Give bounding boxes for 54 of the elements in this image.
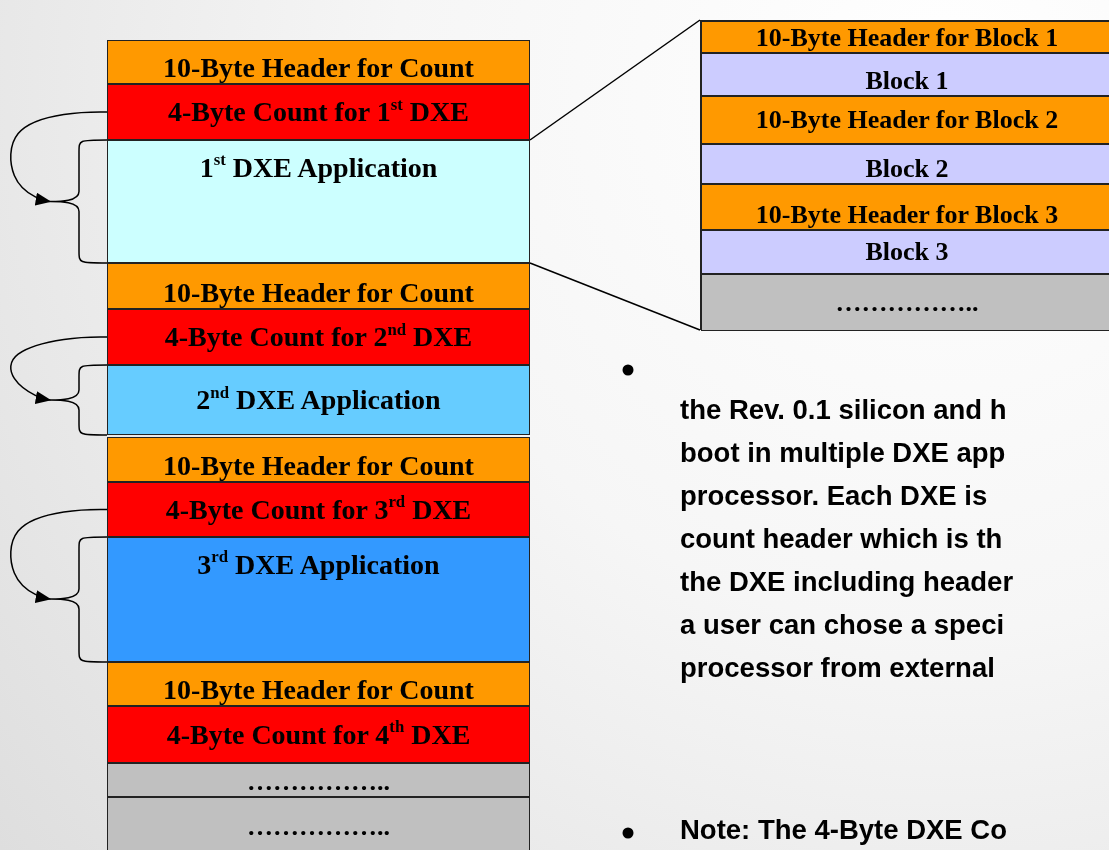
- block-label: 10-Byte Header for Block 2: [755, 106, 1059, 134]
- block-stack: [700, 20, 1109, 330]
- block-label: ……………..: [247, 813, 390, 841]
- bullet-text-line: the Rev. 0.1 silicon and h: [680, 394, 1007, 426]
- zoom-line: [529, 262, 701, 331]
- bullet-text-line: count header which is th: [680, 523, 1003, 555]
- count-bar: [107, 706, 530, 763]
- bullet-text-line: a user can chose a speci: [680, 609, 1005, 641]
- note-text: Note: The 4-Byte DXE Co: [680, 814, 1007, 846]
- block-label: ……………..: [247, 767, 390, 795]
- block-label: 10-Byte Header for Block 3: [755, 200, 1059, 228]
- application-block: [107, 365, 530, 435]
- block-label: 4-Byte Count for 4$^{th}$ DXE: [166, 719, 471, 750]
- count-bar: [107, 84, 530, 140]
- count-bar: [107, 309, 530, 365]
- block-label: Block 2: [865, 154, 949, 182]
- block-label: ……………..: [835, 288, 979, 317]
- data-block: [701, 144, 1109, 184]
- curved-arrow: [10, 111, 108, 206]
- bullet-text-line: processor from external: [680, 652, 995, 684]
- block-label: Block 1: [865, 66, 949, 94]
- header-bar: [107, 437, 530, 482]
- block-label: 4-Byte Count for 3$^{rd}$ DXE: [165, 494, 472, 525]
- bullet-text-line: the DXE including header: [680, 566, 1014, 598]
- header-bar: [701, 184, 1109, 230]
- continuation-bar: [701, 274, 1109, 331]
- data-block: [701, 53, 1109, 96]
- block-label: 10-Byte Header for Count: [163, 674, 474, 704]
- data-block: [701, 230, 1109, 274]
- header-bar: [107, 263, 530, 309]
- block-label: Block 3: [865, 238, 949, 266]
- header-bar: [701, 21, 1109, 53]
- block-label: 10-Byte Header for Count: [163, 52, 474, 82]
- block-label: 10-Byte Header for Count: [163, 450, 474, 480]
- block-label: 2$^{nd}$ DXE Application: [196, 385, 441, 415]
- curved-arrow: [10, 336, 108, 405]
- application-block: [107, 537, 530, 662]
- header-bar: [107, 662, 530, 706]
- curved-arrow: [10, 508, 108, 604]
- bullet-text-line: processor. Each DXE is: [680, 480, 988, 512]
- zoom-line: [529, 19, 701, 141]
- application-block: [107, 140, 530, 263]
- header-bar: [701, 96, 1109, 144]
- continuation-bar: [107, 763, 530, 797]
- count-bar: [107, 482, 530, 537]
- block-label: 4-Byte Count for 2$^{nd}$ DXE: [164, 322, 473, 352]
- block-label: 1$^{st}$ DXE Application: [199, 153, 438, 183]
- block-label: 4-Byte Count for 1$^{st}$ DXE: [168, 97, 469, 127]
- block-label: 3$^{rd}$ DXE Application: [197, 550, 440, 580]
- continuation-bar: [107, 797, 530, 850]
- block-label: 10-Byte Header for Block 1: [755, 23, 1059, 51]
- header-bar: [107, 40, 530, 84]
- bullet-text-line: boot in multiple DXE app: [680, 437, 1006, 469]
- block-label: 10-Byte Header for Count: [163, 277, 474, 307]
